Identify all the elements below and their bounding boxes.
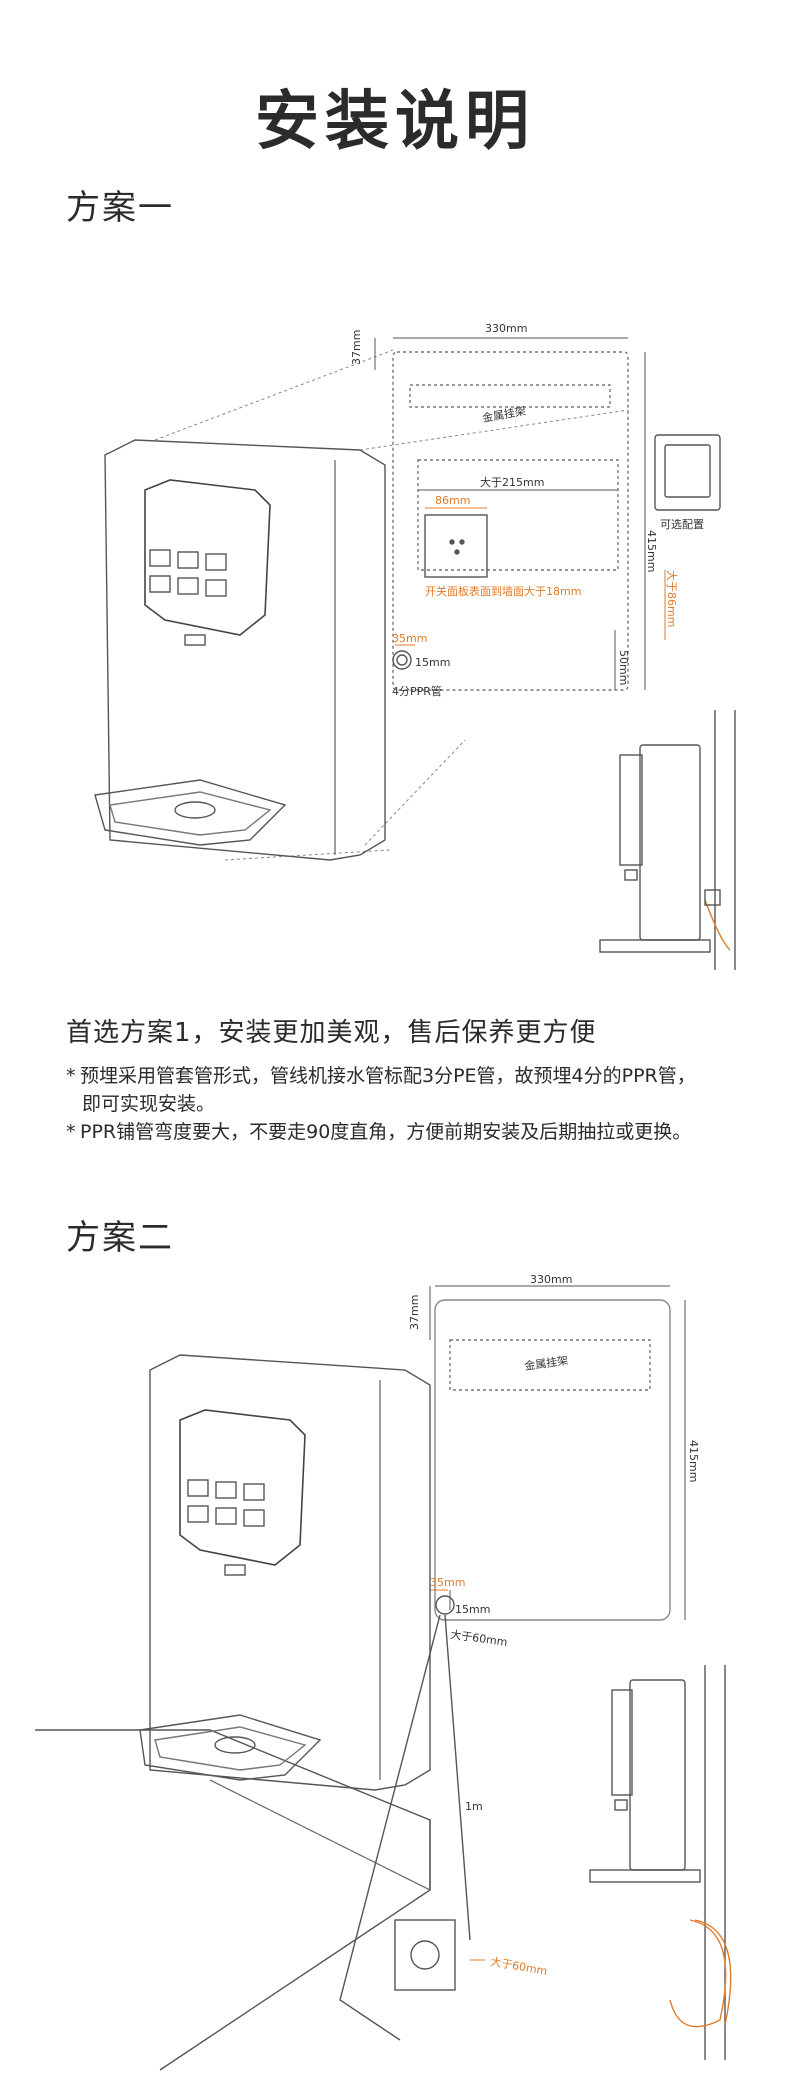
plan1-label-socket-width: 大于215mm	[480, 475, 544, 489]
plan1-label-socket-size: 86mm	[435, 494, 470, 507]
plan2-pipe	[435, 1595, 455, 1615]
plan1-note-1: *预埋采用管套管形式，管线机接水管标配3分PE管，故预埋4分的PPR管， 即可实…	[66, 1065, 696, 1115]
plan2-diagram: 330mm 37mm 金属挂架 415mm 35mm 15mm 大于60mm 1…	[35, 1273, 732, 2071]
plan1-label-width: 330mm	[485, 322, 527, 335]
plan2-label-pipe-dia: 15mm	[455, 1603, 490, 1616]
plan2-label-width: 330mm	[530, 1273, 572, 1286]
plan1-machine-body	[104, 439, 386, 861]
plan1-label-pipe-name: 4分PPR管	[392, 684, 442, 698]
plan2-bracket-outline	[449, 1339, 651, 1391]
plan2-socket	[394, 1919, 456, 1991]
plan1-label-height: 415mm	[645, 530, 658, 572]
plan1-machine-panel	[144, 479, 271, 636]
plan2-drip-tray	[139, 1714, 322, 1781]
plan2-label-top-gap: 37mm	[408, 1295, 421, 1330]
plan1-label-pipe-offset: 35mm	[392, 632, 427, 645]
plan1-note-2: *PPR铺管弯度要大，不要走90度直角，方便前期安装及后期抽拉或更换。	[66, 1121, 692, 1143]
plan1-side-view	[599, 710, 736, 970]
plan2-label-bracket: 金属挂架	[523, 1353, 569, 1373]
plan1-label-socket-depth: 开关面板表面到墙面大于18mm	[425, 584, 581, 598]
plan2-countertop	[35, 1729, 431, 2071]
plan2-label-pipe-len: 大于60mm	[450, 1627, 509, 1649]
plan1-headline: 首选方案1，安装更加美观，售后保养更方便	[66, 1018, 597, 1048]
plan1-diagram: 330mm 37mm 金属挂架 大于215mm 86mm 415mm 大于86m…	[94, 322, 736, 970]
plan2-machine-panel	[179, 1409, 306, 1566]
plan2-label-height: 415mm	[687, 1440, 700, 1482]
plan2-label-pipe-offset: 35mm	[430, 1576, 465, 1589]
plan2-heading: 方案二	[66, 1218, 174, 1258]
plan1-socket	[424, 514, 488, 578]
plan1-label-bottom: 50mm	[617, 650, 630, 685]
page-title: 安装说明	[255, 85, 535, 159]
plan1-drip-tray	[94, 779, 287, 846]
plan2-label-cable: 1m	[465, 1800, 483, 1813]
plan1-heading: 方案一	[66, 188, 174, 228]
plan2-label-socket-len: 大于60mm	[489, 1954, 548, 1978]
plan1-wall-outline	[392, 351, 629, 691]
plan1-niche-outline	[417, 459, 619, 571]
plan2-wall-outline	[434, 1299, 671, 1621]
plan1-label-pipe-dia: 15mm	[415, 656, 450, 669]
plan2-side-view	[589, 1665, 732, 2060]
plan1-label-optional: 可选配置	[660, 518, 704, 531]
plan1-bracket-outline	[409, 384, 611, 408]
plan1-label-top-gap: 37mm	[350, 330, 363, 365]
plan1-optional-bracket	[654, 434, 721, 511]
plan1-label-socket-height: 大于86mm	[665, 570, 679, 627]
plan2-machine-body	[149, 1354, 431, 1791]
plan1-pipe	[392, 650, 412, 670]
